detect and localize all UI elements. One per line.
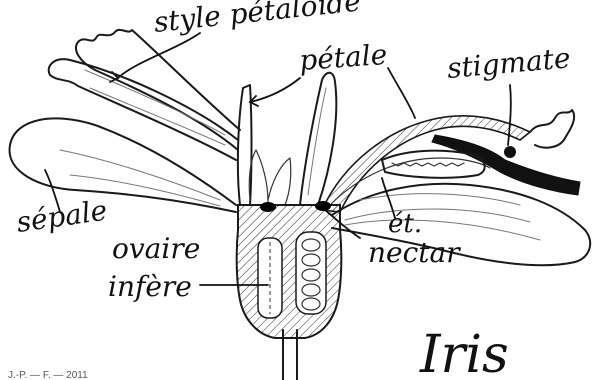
inner-petals <box>249 150 291 205</box>
standard-petal <box>238 73 336 205</box>
sepal-left <box>10 118 236 212</box>
label-style-petaloide: style pétaloïde <box>152 0 362 39</box>
petaloid-style-left <box>49 30 240 160</box>
label-sepale: sépale <box>14 194 109 239</box>
footer-credit: J.-P. — F. — 2011 <box>8 370 88 380</box>
stigma <box>432 135 580 195</box>
label-infere: infère <box>108 270 192 303</box>
label-nectar: nectar <box>368 236 461 269</box>
label-petale: pétale <box>298 38 388 77</box>
title-iris: Iris <box>419 325 509 380</box>
label-ovaire: ovaire <box>112 232 200 265</box>
inferior-ovary <box>237 205 342 338</box>
label-etamine: ét. <box>388 209 422 239</box>
petal-right <box>322 110 574 212</box>
label-stigmate: stigmate <box>446 41 572 85</box>
